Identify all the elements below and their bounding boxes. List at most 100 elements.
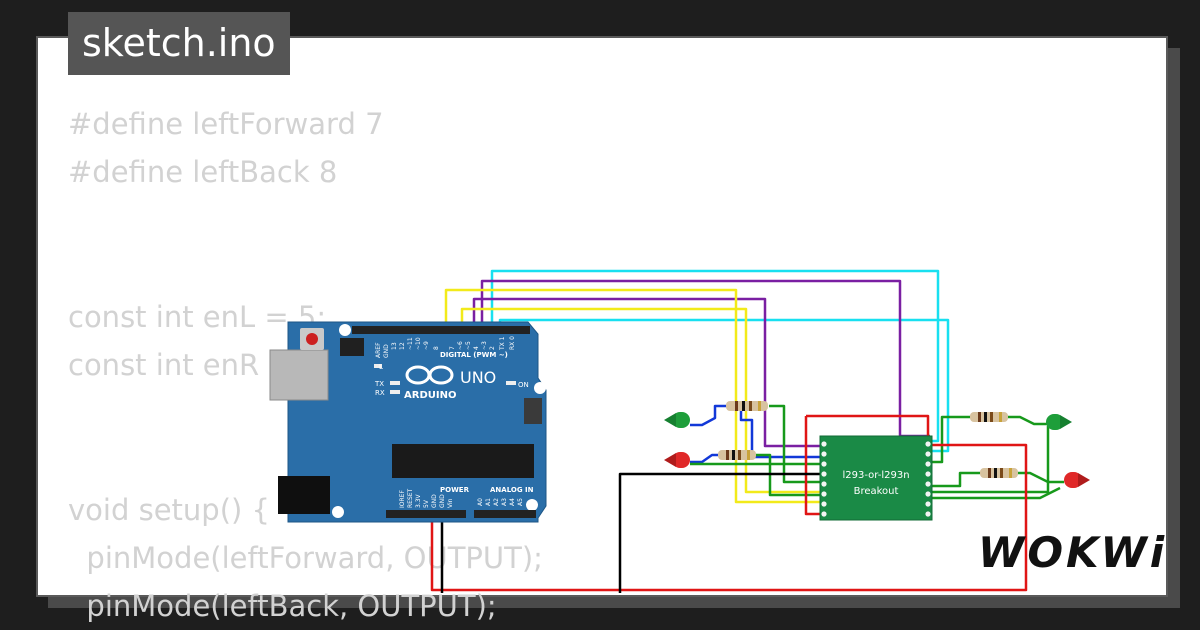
wire-cyan [490, 269, 940, 443]
power-jack [278, 476, 330, 514]
driver-pin [925, 471, 931, 477]
mount-hole [332, 506, 344, 518]
driver-pin [925, 511, 931, 517]
wire-green [930, 426, 1050, 494]
arduino-uno-board[interactable]: UNO ARDUINO DIGITAL (PWM ~) POWER ANALOG… [269, 321, 547, 523]
driver-pin [821, 471, 827, 477]
resistor[interactable] [980, 468, 1018, 478]
analog-pin-label: A0 [477, 498, 484, 506]
atmega-chip [392, 444, 534, 478]
led-on [506, 381, 516, 385]
code-line: const int enL = 5; [68, 299, 327, 334]
leds [664, 412, 1090, 488]
driver-pin [925, 451, 931, 457]
gnd-label: GND [383, 344, 390, 358]
mount-hole [526, 499, 538, 511]
digital-pin-label: ~6 [457, 341, 464, 350]
wire-red [804, 416, 822, 516]
wire-yellow [460, 307, 822, 494]
power-pin-label: RESET [407, 488, 414, 508]
power-header [386, 510, 466, 518]
icsp-header-2 [524, 398, 542, 424]
resistor[interactable] [718, 450, 756, 460]
digital-pin-label: RX 0 [509, 336, 516, 350]
wire-black [618, 472, 822, 593]
digital-pin-label: 12 [399, 342, 406, 350]
wire-red [430, 443, 1028, 592]
driver-pin [821, 441, 827, 447]
wire-cyan [498, 318, 950, 453]
rx-label: RX [375, 389, 385, 397]
analog-pin-label: A3 [501, 498, 508, 506]
digital-pin-label: TX 1 [499, 336, 506, 351]
wire-purple [480, 279, 930, 438]
digital-pin-label: 8 [433, 346, 440, 350]
driver-pin [821, 491, 827, 497]
driver-pin [925, 491, 931, 497]
power-pin-label: Vin [447, 498, 454, 508]
driver-pin [925, 441, 931, 447]
resistor[interactable] [726, 401, 768, 411]
mount-hole [339, 324, 351, 336]
digital-pin-label: ~9 [423, 341, 430, 350]
tx-label: TX [374, 380, 384, 388]
digital-pin-label: ~5 [465, 341, 472, 350]
driver-label: l293-or-l293n [842, 470, 909, 481]
on-label: ON [518, 381, 529, 389]
resistor[interactable] [970, 412, 1008, 422]
driver-pin [925, 461, 931, 467]
led-tx [390, 381, 400, 385]
code-editor: #define leftForward 7 #define leftBack 8… [68, 100, 543, 630]
digital-header [352, 326, 530, 334]
digital-pin-label: ~10 [415, 337, 422, 350]
driver-pin [925, 481, 931, 487]
led-rx [390, 390, 400, 394]
code-line: pinMode(leftForward, OUTPUT); [68, 540, 543, 575]
arduino-logo-icon [405, 365, 454, 385]
wire-green [930, 486, 1061, 500]
wire-green [930, 471, 980, 488]
driver-pin [821, 461, 827, 467]
analog-pin-label: A2 [493, 498, 500, 506]
digital-pin-label: ~11 [407, 337, 414, 350]
driver-pin [821, 501, 827, 507]
driver-label-2: Breakout [854, 486, 899, 497]
power-pin-label: GND [431, 494, 438, 508]
reset-button-cap[interactable] [306, 333, 318, 345]
icsp-header [340, 338, 364, 356]
led-green[interactable] [1046, 414, 1072, 430]
aref-label: AREF [375, 342, 382, 358]
led-green[interactable] [664, 412, 690, 428]
board-brand: ARDUINO [404, 390, 456, 401]
code-line: void setup() { [68, 492, 270, 527]
power-pin-label: 5V [423, 499, 430, 508]
wire-yellow [444, 288, 822, 504]
digital-pin-label: 4 [473, 346, 480, 350]
led-l [374, 364, 382, 368]
led-red[interactable] [1064, 472, 1090, 488]
wire-green [930, 415, 972, 464]
power-label: POWER [440, 486, 470, 494]
file-tab[interactable]: sketch.ino [68, 12, 290, 75]
l293-breakout-module[interactable]: l293-or-l293n Breakout [819, 435, 933, 521]
code-line: #define leftBack 8 [68, 155, 338, 190]
analog-pin-label: A5 [517, 498, 524, 506]
wire-green [769, 404, 822, 484]
wire-blue [690, 404, 822, 459]
l-label: L [379, 363, 383, 371]
usb-port [269, 349, 329, 401]
mount-hole [534, 382, 546, 394]
power-pin-label: 3.3V [415, 493, 422, 508]
driver-pins [821, 441, 931, 517]
wires [430, 269, 1064, 593]
led-red[interactable] [664, 452, 690, 468]
digital-pin-label: 7 [449, 346, 456, 350]
digital-pin-label: 13 [391, 342, 398, 350]
analog-header [474, 510, 536, 518]
analog-label: ANALOG IN [490, 486, 534, 494]
digital-pin-label: 2 [489, 346, 496, 350]
analog-pin-label: A1 [485, 498, 492, 506]
